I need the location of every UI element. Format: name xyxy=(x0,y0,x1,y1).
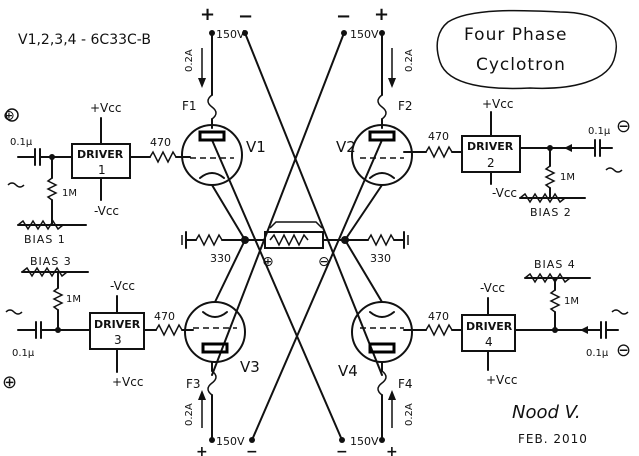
supply-minus-top-left: − xyxy=(238,6,253,27)
v150-bottom-right: 150V xyxy=(350,435,379,448)
signature: Nood V. xyxy=(512,402,581,423)
supply-plus-bottom-left: + xyxy=(196,444,208,456)
resistor-470-4-value: 470 xyxy=(428,310,449,323)
driver-4-vcc-bot: +Vcc xyxy=(486,373,517,387)
driver-1-vcc-bot: -Vcc xyxy=(94,204,119,218)
driver-3-name: DRIVER xyxy=(94,318,141,331)
supply-plus-top-right: + xyxy=(374,4,389,25)
tube-v1: V1 xyxy=(181,124,266,186)
resistor-1m-1-value: 1M xyxy=(62,188,77,199)
input-2-polarity: ⊖ xyxy=(616,116,631,137)
bias-4-label: BIAS 4 xyxy=(534,258,576,271)
date: FEB. 2010 xyxy=(518,432,588,446)
driver-2-name: DRIVER xyxy=(467,140,514,153)
driver-2-vcc-bot: -Vcc xyxy=(492,186,517,200)
supply-minus-bottom-left: − xyxy=(246,444,258,456)
tube-v3-label: V3 xyxy=(240,358,260,376)
cap-2-value: 0.1µ xyxy=(588,126,611,137)
fuse-2-branch: 0.2A F2 xyxy=(377,32,415,129)
resistor-330-right-value: 330 xyxy=(370,252,391,265)
bias-3-label: BIAS 3 xyxy=(30,255,72,268)
load-plus: ⊕ xyxy=(262,254,274,270)
resistor-330-left-value: 330 xyxy=(210,252,231,265)
driver-1-name: DRIVER xyxy=(77,148,124,161)
driver-4-stage: ⊖ 0.1µ 1M BIAS 4 DRIVER 4 -Vcc +Vcc 470 xyxy=(403,258,631,387)
tube-v2-label: V2 xyxy=(336,138,356,156)
resistor-470-1-value: 470 xyxy=(150,136,171,149)
title-line2: Cyclotron xyxy=(476,55,566,75)
fuse-4-rating: 0.2A xyxy=(404,403,415,426)
driver-4-name: DRIVER xyxy=(466,320,513,333)
cap-3-value: 0.1µ xyxy=(12,348,35,359)
driver-3-vcc-top: -Vcc xyxy=(110,279,135,293)
tube-v3: V3 xyxy=(184,301,260,376)
fuse-1-label: F1 xyxy=(182,99,197,113)
driver-2-vcc-top: +Vcc xyxy=(482,97,513,111)
resistor-470-3-value: 470 xyxy=(154,310,175,323)
driver-3-stage: ⊕ 0.1µ 1M BIAS 3 DRIVER 3 -Vcc +Vcc 470 xyxy=(2,255,194,393)
load-minus: ⊖ xyxy=(318,254,330,270)
v150-top-left: 150V xyxy=(216,28,245,41)
driver-4-num: 4 xyxy=(485,335,493,349)
v150-bottom-left: 150V xyxy=(216,435,245,448)
resistor-470-2-value: 470 xyxy=(428,130,449,143)
resistor-330-left: 330 xyxy=(181,231,246,265)
tube-v1-label: V1 xyxy=(246,138,266,156)
tube-v4-label: V4 xyxy=(338,362,358,380)
crossed-wires xyxy=(211,32,383,441)
driver-3-num: 3 xyxy=(114,333,122,347)
cap-4-value: 0.1µ xyxy=(586,348,609,359)
driver-1-vcc-top: +Vcc xyxy=(90,101,121,115)
tube-v2: V2 xyxy=(336,124,413,186)
fuse-1-branch: 0.2A F1 xyxy=(182,32,217,129)
v150-top-right: 150V xyxy=(350,28,379,41)
cap-1-value: 0.1µ xyxy=(10,137,33,148)
fuse-2-label: F2 xyxy=(398,99,413,113)
title-line1: Four Phase xyxy=(464,25,568,45)
fuse-4-branch: 0.2A F4 xyxy=(377,361,415,441)
supply-plus-top-left: + xyxy=(200,4,215,25)
driver-2-num: 2 xyxy=(487,156,495,170)
resistor-1m-4-value: 1M xyxy=(564,296,579,307)
bias-2-label: BIAS 2 xyxy=(530,206,572,219)
driver-1-stage: ⊕ 0.1µ 1M BIAS 1 DRIVER 1 +Vcc -Vcc 470 xyxy=(3,101,191,246)
supply-plus-bottom-right: + xyxy=(386,444,398,456)
tube-type-label: V1,2,3,4 - 6C33C-B xyxy=(18,32,151,48)
title-cloud: Four Phase Cyclotron xyxy=(436,9,617,90)
fuse-1-rating: 0.2A xyxy=(184,49,195,72)
input-1-polarity: ⊕ xyxy=(3,108,15,124)
driver-2-stage: ⊖ 0.1µ 1M BIAS 2 DRIVER 2 +Vcc -Vcc 470 xyxy=(403,97,631,219)
tube-v4: V4 xyxy=(338,301,413,380)
fuse-4-label: F4 xyxy=(398,377,413,391)
fuse-3-rating: 0.2A xyxy=(184,403,195,426)
driver-3-vcc-bot: +Vcc xyxy=(112,375,143,389)
fuse-3-branch: 0.2A F3 xyxy=(184,361,217,441)
input-3-polarity: ⊕ xyxy=(2,372,17,393)
resistor-330-right: 330 xyxy=(344,231,409,265)
fuse-3-label: F3 xyxy=(186,377,201,391)
driver-4-vcc-top: -Vcc xyxy=(480,281,505,295)
fuse-2-rating: 0.2A xyxy=(404,49,415,72)
supply-minus-bottom-right: − xyxy=(336,444,348,456)
supply-minus-top-right: − xyxy=(336,6,351,27)
input-4-polarity: ⊖ xyxy=(616,340,631,361)
resistor-1m-2-value: 1M xyxy=(560,172,575,183)
resistor-1m-3-value: 1M xyxy=(66,294,81,305)
bias-1-label: BIAS 1 xyxy=(24,233,66,246)
driver-1-num: 1 xyxy=(98,163,106,177)
